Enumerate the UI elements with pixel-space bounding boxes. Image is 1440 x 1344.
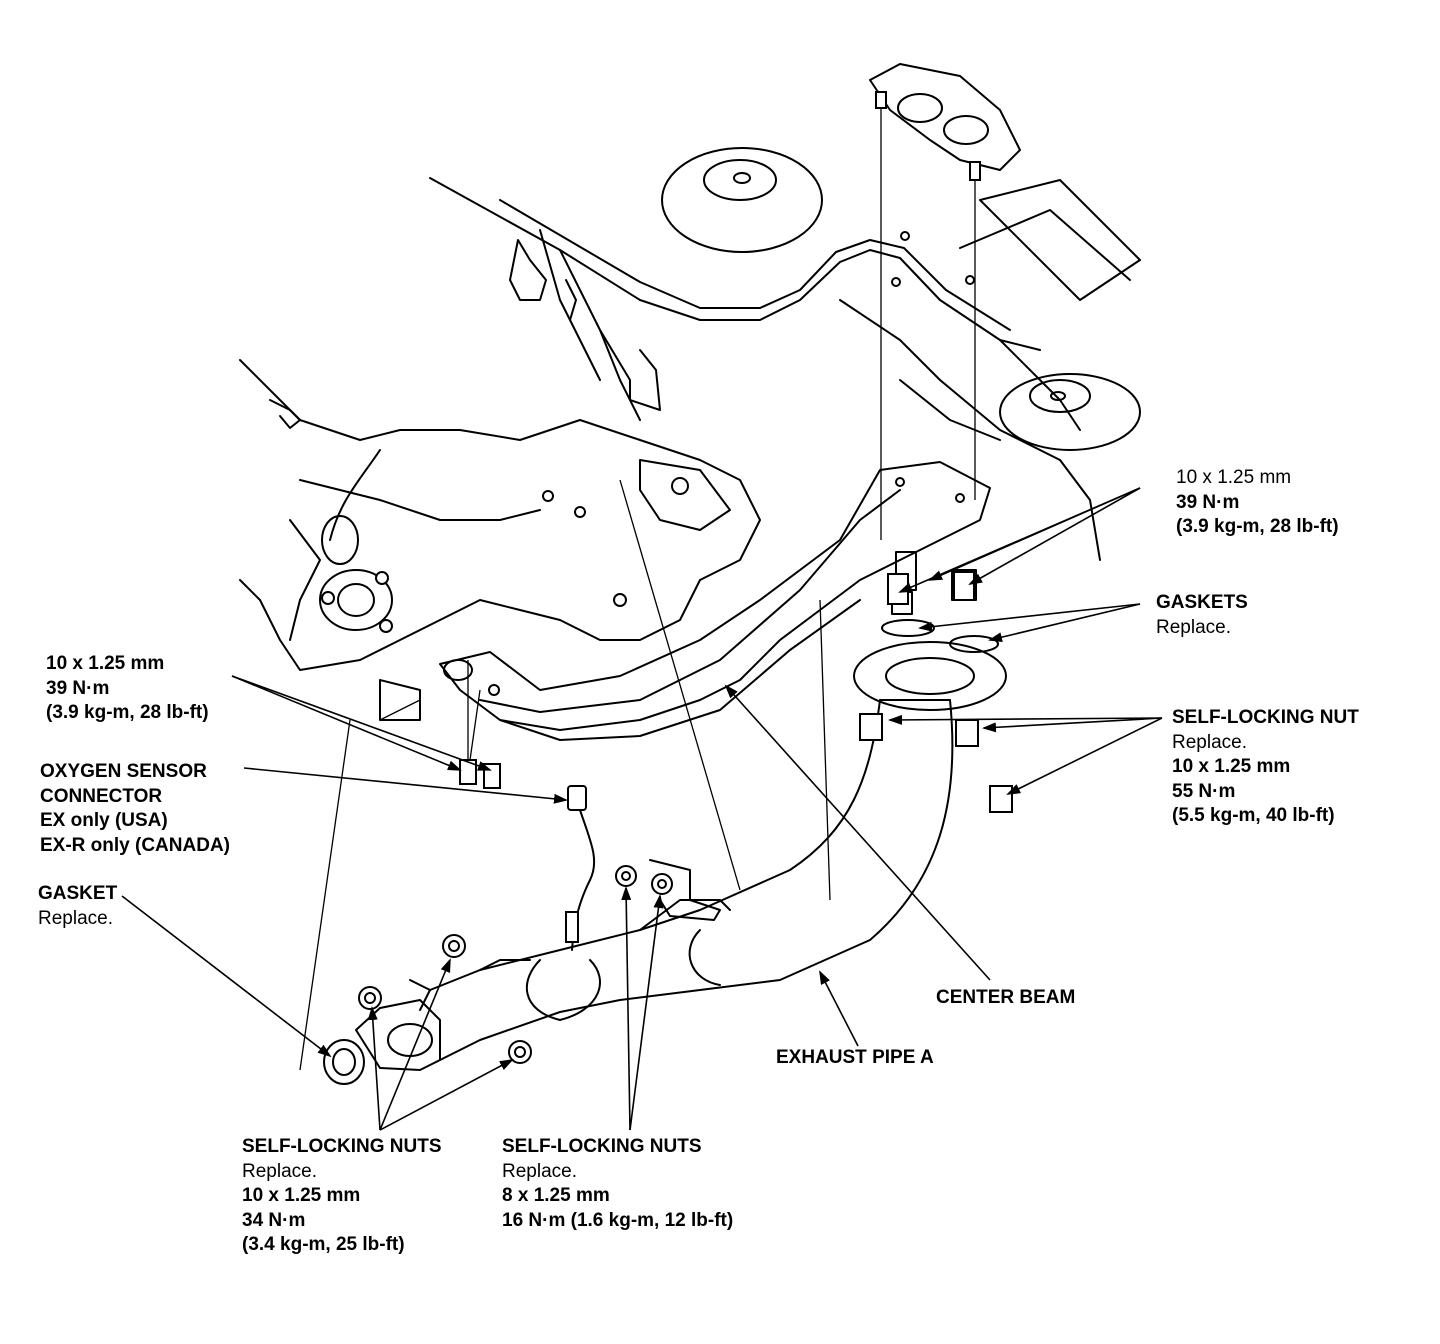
- center-beam-label: CENTER BEAM: [936, 986, 1075, 1011]
- engine-block: [239, 359, 761, 721]
- rear-flange: [853, 551, 1007, 711]
- self-locking-nuts-bottom-left-note: Replace.: [242, 1160, 317, 1182]
- oxygen-sensor-line2: CONNECTOR: [40, 785, 163, 807]
- bolts-left-torque: 39 N·m: [46, 677, 110, 699]
- bolts-left-size: 10 x 1.25 mm: [46, 653, 165, 674]
- self-locking-nuts-bottom-mid-title: SELF-LOCKING NUTS: [502, 1136, 702, 1157]
- self-locking-nuts-bottom-mid-label: SELF-LOCKING NUTS Replace. 8 x 1.25 mm 1…: [502, 1135, 733, 1233]
- gaskets-note: Replace.: [1156, 616, 1231, 638]
- self-locking-nuts-bottom-left-torque-alt: (3.4 kg-m, 25 lb-ft): [242, 1234, 405, 1255]
- bolts-upper-right: [859, 571, 1013, 813]
- leaders: [121, 487, 1163, 1131]
- oxygen-sensor-line4: EX-R only (CANADA): [40, 834, 230, 856]
- self-locking-nuts-bottom-mid-note: Replace.: [502, 1160, 577, 1182]
- oxygen-sensor-label: OXYGEN SENSOR CONNECTOR EX only (USA) EX…: [40, 760, 230, 858]
- upper-flange-gasket: [869, 63, 1021, 540]
- self-locking-nut-right-torque-alt: (5.5 kg-m, 40 lb-ft): [1172, 805, 1335, 826]
- gasket-left-title: GASKET: [38, 883, 118, 904]
- self-locking-nut-right-torque: 55 N·m: [1172, 780, 1236, 802]
- bolts-left-label: 10 x 1.25 mm 39 N·m (3.9 kg-m, 28 lb-ft): [46, 652, 209, 726]
- bolts-upper-right-size: 10 x 1.25 mm: [1176, 467, 1292, 488]
- self-locking-nuts-bottom-left-size: 10 x 1.25 mm: [242, 1185, 361, 1206]
- exhaust-pipe-a-label: EXHAUST PIPE A: [776, 1046, 934, 1071]
- self-locking-nuts-bottom-left-label: SELF-LOCKING NUTS Replace. 10 x 1.25 mm …: [242, 1135, 442, 1258]
- self-locking-nut-right-size: 10 x 1.25 mm: [1172, 756, 1291, 777]
- bolts-left: [459, 660, 501, 789]
- oxygen-sensor-line3: EX only (USA): [40, 810, 168, 831]
- self-locking-nut-right-label: SELF-LOCKING NUT Replace. 10 x 1.25 mm 5…: [1172, 706, 1359, 829]
- gasket-left-note: Replace.: [38, 907, 113, 929]
- bolts-upper-right-torque-alt: (3.9 kg-m, 28 lb-ft): [1176, 516, 1339, 537]
- self-locking-nuts-bottom-left-torque: 34 N·m: [242, 1209, 306, 1231]
- center-beam: [439, 461, 991, 741]
- self-locking-nut-right-title: SELF-LOCKING NUT: [1172, 707, 1359, 728]
- exhaust-pipe-a-title: EXHAUST PIPE A: [776, 1047, 934, 1068]
- bolts-left-torque-alt: (3.9 kg-m, 28 lb-ft): [46, 702, 209, 723]
- center-beam-title: CENTER BEAM: [936, 987, 1076, 1008]
- self-locking-nut-right-note: Replace.: [1172, 731, 1247, 753]
- front-flange: [323, 934, 532, 1085]
- bolts-upper-right-label: 10 x 1.25 mm 39 N·m (3.9 kg-m, 28 lb-ft): [1176, 466, 1339, 540]
- self-locking-nuts-bottom-left-title: SELF-LOCKING NUTS: [242, 1136, 442, 1157]
- exhaust-pipe-a: [429, 699, 954, 1061]
- oxygen-sensor-line1: OXYGEN SENSOR: [40, 761, 207, 782]
- bracket-nuts: [615, 859, 721, 921]
- misc-lines: [299, 239, 831, 1071]
- gasket-left-label: GASKET Replace.: [38, 882, 117, 931]
- gaskets-label: GASKETS Replace.: [1156, 591, 1248, 640]
- bolts-upper-right-torque: 39 N·m: [1176, 491, 1240, 513]
- self-locking-nuts-bottom-mid-torque: 16 N·m (1.6 kg-m, 12 lb-ft): [502, 1209, 734, 1231]
- self-locking-nuts-bottom-mid-size: 8 x 1.25 mm: [502, 1185, 610, 1206]
- gaskets-title: GASKETS: [1156, 592, 1248, 613]
- oxygen-sensor: [565, 785, 596, 951]
- floor-pan: [429, 147, 1141, 561]
